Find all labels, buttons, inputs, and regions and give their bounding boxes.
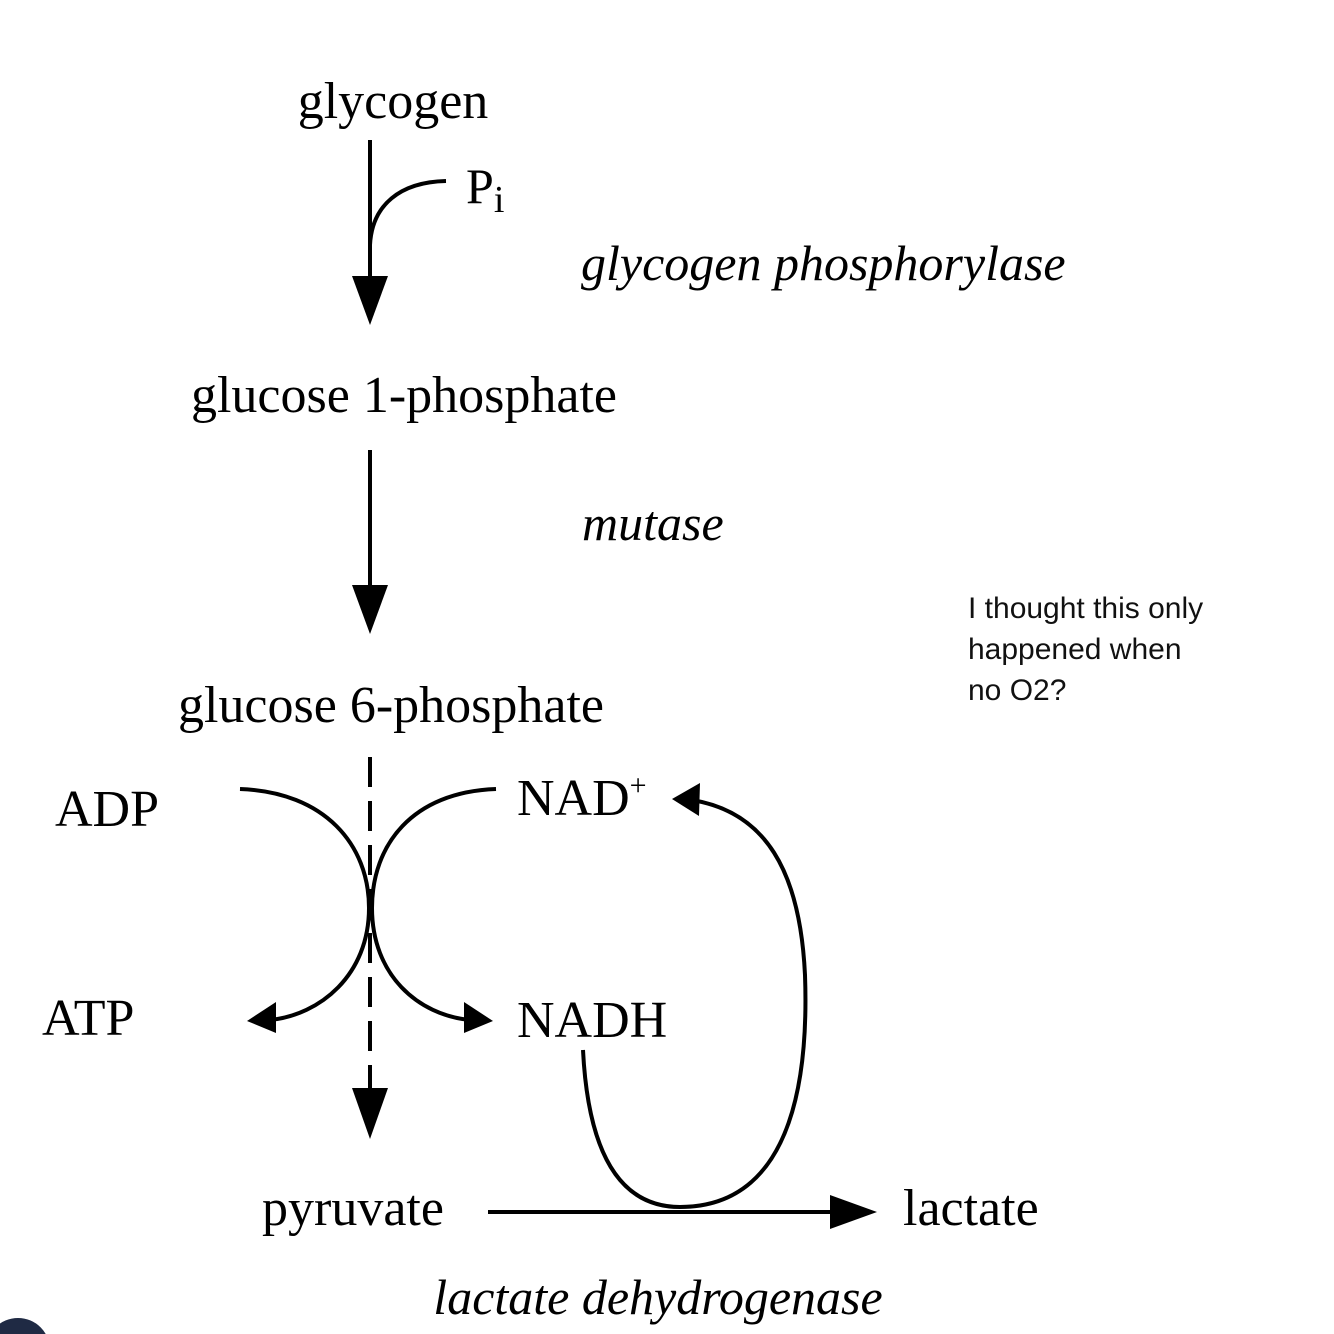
- note-line-3: no O2?: [968, 674, 1067, 707]
- note-line-1: I thought this only: [968, 592, 1204, 625]
- lactate-label: lactate: [903, 1180, 1039, 1237]
- nad-plus-label: NAD+: [517, 769, 647, 827]
- adp-to-atp-arrow: [239, 787, 372, 1033]
- glycogen-to-g1p-arrow: [352, 140, 447, 325]
- nad-to-nadh-arrow: [369, 787, 497, 1033]
- nadh-label: NADH: [517, 992, 667, 1049]
- note-line-2: happened when: [968, 633, 1182, 666]
- adp-label: ADP: [55, 781, 159, 838]
- pyruvate-label: pyruvate: [262, 1180, 444, 1237]
- lactate-dehydrogenase-label: lactate dehydrogenase: [433, 1269, 882, 1325]
- glucose-6-phosphate-label: glucose 6-phosphate: [178, 677, 604, 734]
- phosphate-label: Pi: [466, 158, 504, 221]
- glycogen-label: glycogen: [298, 73, 489, 130]
- atp-label: ATP: [42, 990, 134, 1047]
- nadh-to-nad-recycle-arrow: [581, 783, 808, 1210]
- g1p-to-g6p-arrow: [352, 450, 388, 634]
- glucose-1-phosphate-label: glucose 1-phosphate: [191, 367, 617, 424]
- mutase-label: mutase: [582, 495, 724, 551]
- handwritten-question-note: I thought this only happened when no O2?: [968, 588, 1288, 711]
- pyruvate-to-lactate-arrow: [488, 1195, 877, 1229]
- g6p-to-pyruvate-dashed-arrow: [352, 757, 388, 1139]
- glycogen-phosphorylase-label: glycogen phosphorylase: [581, 235, 1066, 291]
